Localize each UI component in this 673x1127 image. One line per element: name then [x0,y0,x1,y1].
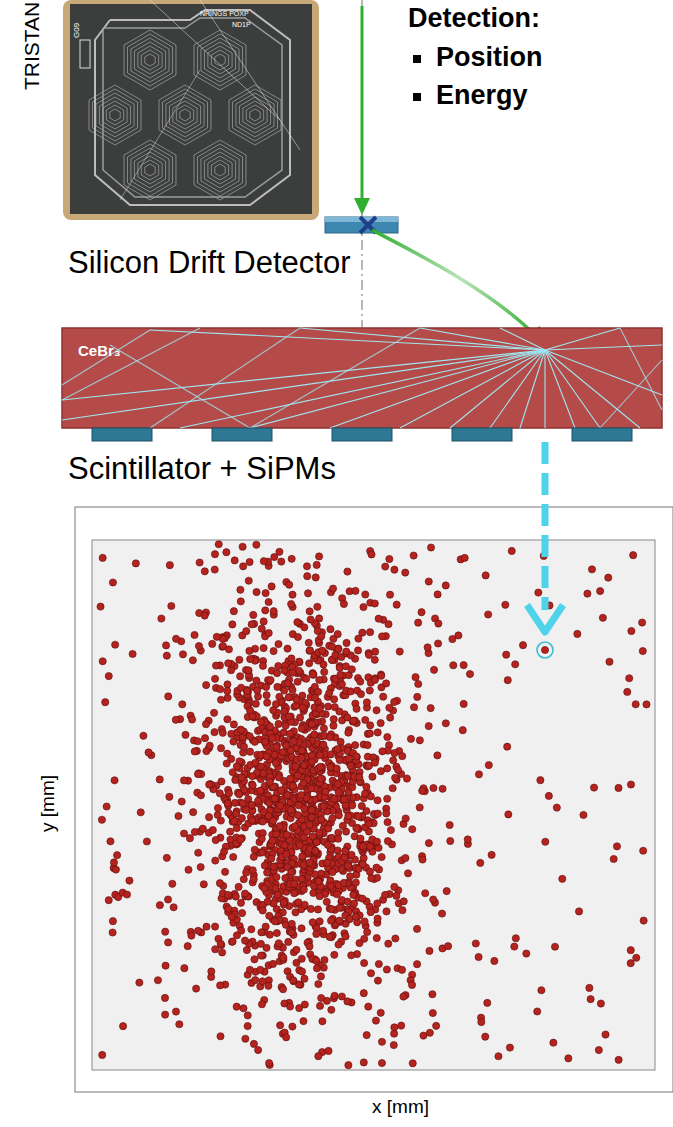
axis-label: x [mm] [372,1097,429,1118]
chip-name: TRISTAN [20,2,43,90]
scatter-plot [75,507,673,1092]
bullet [413,55,421,63]
chip-marking: G09 [73,23,82,38]
heading: Detection: [408,4,540,34]
bullet-item: Position [436,43,543,73]
bullet-item: Energy [436,81,528,111]
part-label: Scintillator + SiPMs [68,452,336,486]
part-label: Silicon Drift Detector [68,246,351,280]
scintillator-crystal: CeBr₃ [62,328,662,428]
chip-photo [63,0,319,220]
axis-line [361,0,362,345]
light-readout-arrow [527,442,563,658]
particle-track [354,6,370,215]
axis-label: y [mm] [38,775,59,832]
sipm-array [92,428,632,441]
bullet [413,93,421,101]
material-label: CeBr₃ [78,342,121,359]
scintillator-slab [62,328,662,428]
chip-marking: NRINGS POXP [200,10,249,18]
silicon-drift-detector [325,217,398,233]
chip-marking: ND1P [232,21,251,29]
